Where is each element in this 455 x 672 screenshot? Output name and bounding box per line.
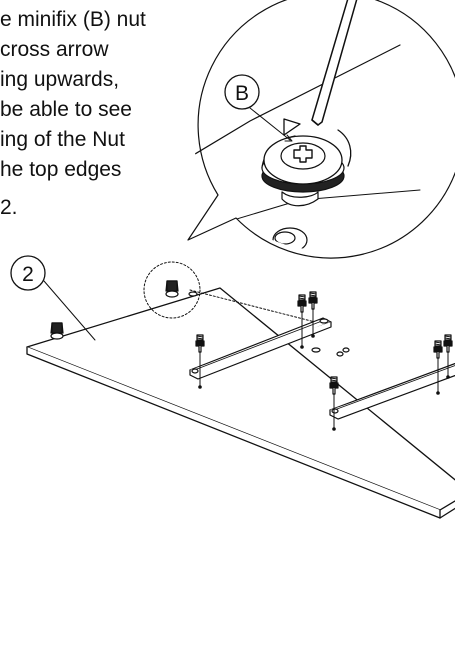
detail-marker [143,261,201,319]
instruction-line-5: ing of the Nut [0,128,125,151]
minifix-nut-icon [261,135,345,207]
drawer-runner-2 [329,362,455,420]
minifix-nut-left [50,322,64,340]
instruction-line-3: ing upwards, [0,68,120,91]
instruction-line-4: be able to see [0,98,132,121]
instruction-line-1: e minifix (B) nut [0,8,146,31]
callout-label-b: B [235,82,249,105]
screw-icon [443,334,453,379]
drawer-runner-1 [189,317,332,380]
callout-2: 2 [10,255,96,341]
callout-label-2: 2 [22,263,34,286]
screw-icon [308,291,318,338]
panel-2 [26,287,455,519]
instruction-line-2: cross arrow [0,38,109,61]
instruction-line-7: 2. [0,196,18,219]
screw-icon [434,341,442,394]
screwdriver-icon [311,0,359,126]
minifix-nut-top [165,280,179,298]
screw-icon [298,295,306,348]
zoom-callout: B [187,0,455,259]
instruction-line-6: he top edges [0,158,122,181]
